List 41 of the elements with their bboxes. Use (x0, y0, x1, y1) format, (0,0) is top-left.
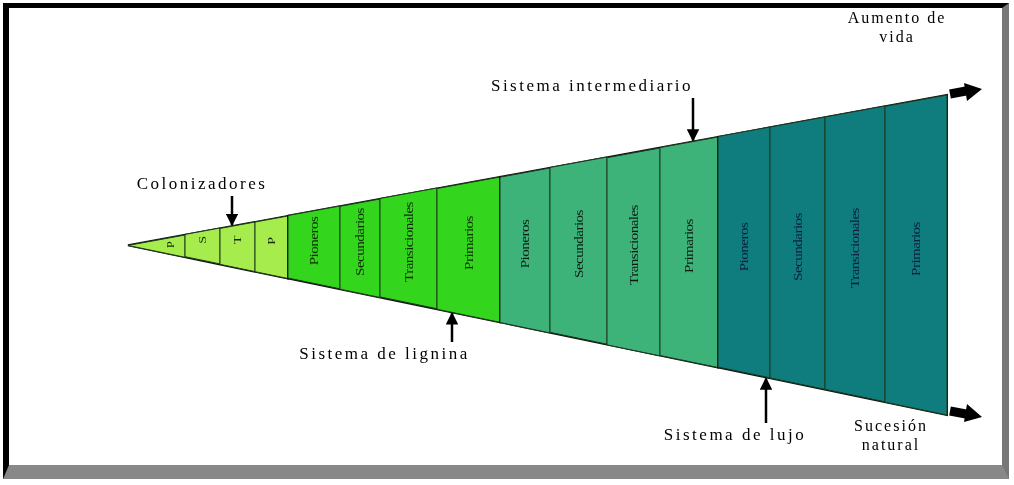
callout-label: Sistema de lignina (299, 343, 470, 365)
stripe-band (340, 198, 380, 298)
axis-label: Sucesión natural (853, 416, 929, 454)
stripe-label: Transicionales (402, 202, 415, 283)
stripe-label: Secundarios (572, 210, 585, 279)
section-band (500, 136, 718, 368)
stripe-label: Primarios (462, 216, 475, 271)
stripe-label: Pioneros (519, 219, 531, 269)
stripe-label: Secundarios (791, 213, 804, 282)
callout-label: Sistema de lujo (663, 424, 807, 446)
axis-label: Aumento de vida (846, 8, 948, 46)
stripe-label: S (196, 236, 209, 244)
stripe-band (607, 147, 660, 356)
stripe-label: P (265, 237, 278, 245)
stripe-label: Secundarios (354, 207, 366, 276)
stripe-label: Transicionales (849, 207, 861, 288)
stripe-band (770, 117, 825, 390)
stripe-band (500, 167, 550, 333)
stripe-label: Primarios (910, 221, 922, 276)
arrow (759, 377, 773, 423)
stripe-label: Pioneros (308, 217, 320, 266)
stripe-band (550, 157, 607, 345)
stripe-band (718, 127, 770, 379)
stripe-band (825, 106, 885, 403)
stripe-label: T (231, 236, 244, 245)
arrow (686, 98, 700, 142)
section-band (128, 215, 288, 279)
stripe-band (660, 136, 718, 368)
stripe-band (885, 95, 947, 415)
stripe-label: Primarios (683, 218, 695, 273)
stripe-label: Pioneros (738, 222, 750, 271)
callout-label: Sistema intermediario (490, 75, 694, 97)
callout-label: Colonizadores (136, 173, 268, 195)
stripe-band (128, 234, 185, 257)
section-band (288, 176, 500, 323)
arrow (225, 196, 239, 227)
arrow (445, 312, 459, 342)
stripe-label: Transicionales (627, 205, 640, 286)
stripe-label: P (166, 242, 177, 249)
section-band (718, 95, 947, 415)
stripe-band (185, 228, 220, 265)
